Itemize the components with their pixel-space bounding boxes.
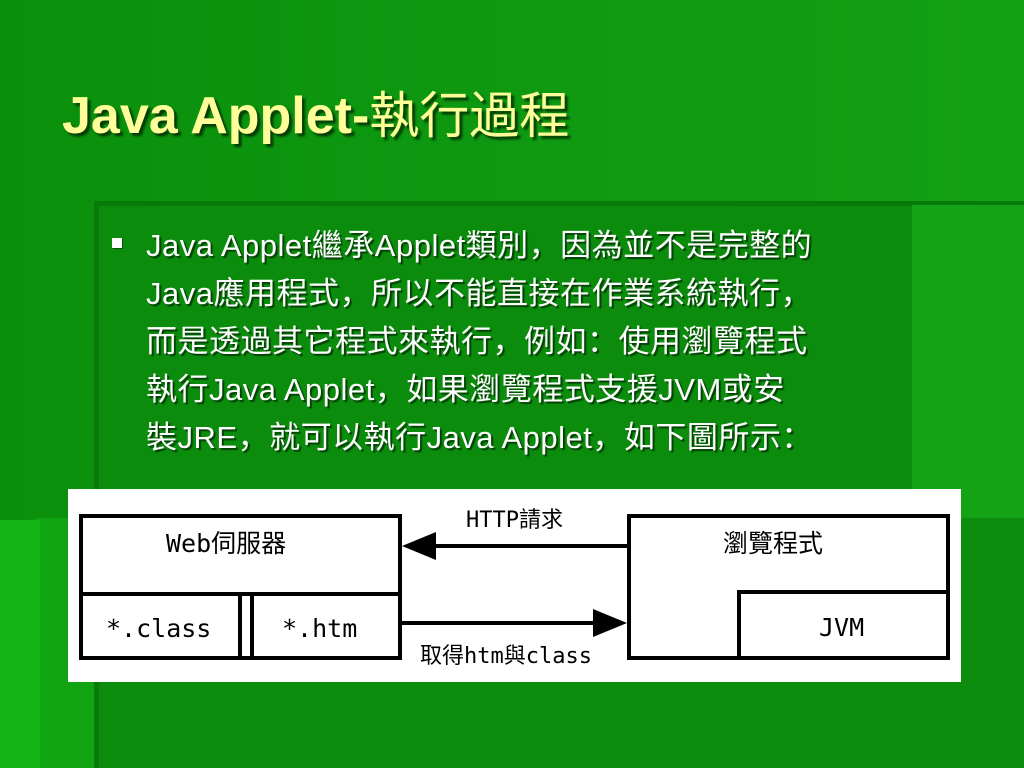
applet-diagram: Web伺服器 *.class *.htm 瀏覽程式 JVM HTTP請求 取得h… <box>68 489 961 682</box>
htm-file-label: *.htm <box>282 614 357 643</box>
decor-panel-top-edge <box>94 201 1024 206</box>
htm-file-box <box>250 592 402 660</box>
decor-strip-right <box>912 205 1024 518</box>
decor-panel-edge <box>94 203 99 768</box>
bullet-text: Java Applet繼承Applet類別，因為並不是完整的 Java應用程式，… <box>146 222 988 462</box>
slide-title: Java Applet-執行過程 <box>62 76 569 148</box>
jvm-box <box>737 590 950 660</box>
bullet-line: Java Applet繼承Applet類別，因為並不是完整的 <box>146 228 813 263</box>
bullet-item: Java Applet繼承Applet類別，因為並不是完整的 Java應用程式，… <box>108 222 988 462</box>
class-file-label: *.class <box>106 614 211 643</box>
bullet-line: 執行Java Applet，如果瀏覽程式支援JVM或安 <box>146 372 785 407</box>
diagram-svg: Web伺服器 *.class *.htm 瀏覽程式 JVM HTTP請求 取得h… <box>79 508 950 669</box>
class-file-box <box>79 592 242 660</box>
title-latin: Java Applet- <box>62 87 370 145</box>
bullet-line: Java應用程式，所以不能直接在作業系統執行， <box>146 276 812 311</box>
browser-label: 瀏覽程式 <box>723 529 823 558</box>
web-server-label: Web伺服器 <box>166 529 286 558</box>
bullet-line: 而是透過其它程式來執行，例如：使用瀏覽程式 <box>146 324 808 359</box>
square-bullet-icon <box>112 238 122 248</box>
response-label: 取得htm與class <box>420 644 592 669</box>
decor-strip-left <box>0 520 40 768</box>
response-arrow-head <box>593 609 627 637</box>
title-cjk: 執行過程 <box>369 87 570 145</box>
request-arrow-head <box>402 532 436 560</box>
jvm-label: JVM <box>819 613 864 642</box>
bullet-line: 裝JRE，就可以執行Java Applet，如下圖所示： <box>146 420 813 455</box>
request-label: HTTP請求 <box>466 508 563 533</box>
